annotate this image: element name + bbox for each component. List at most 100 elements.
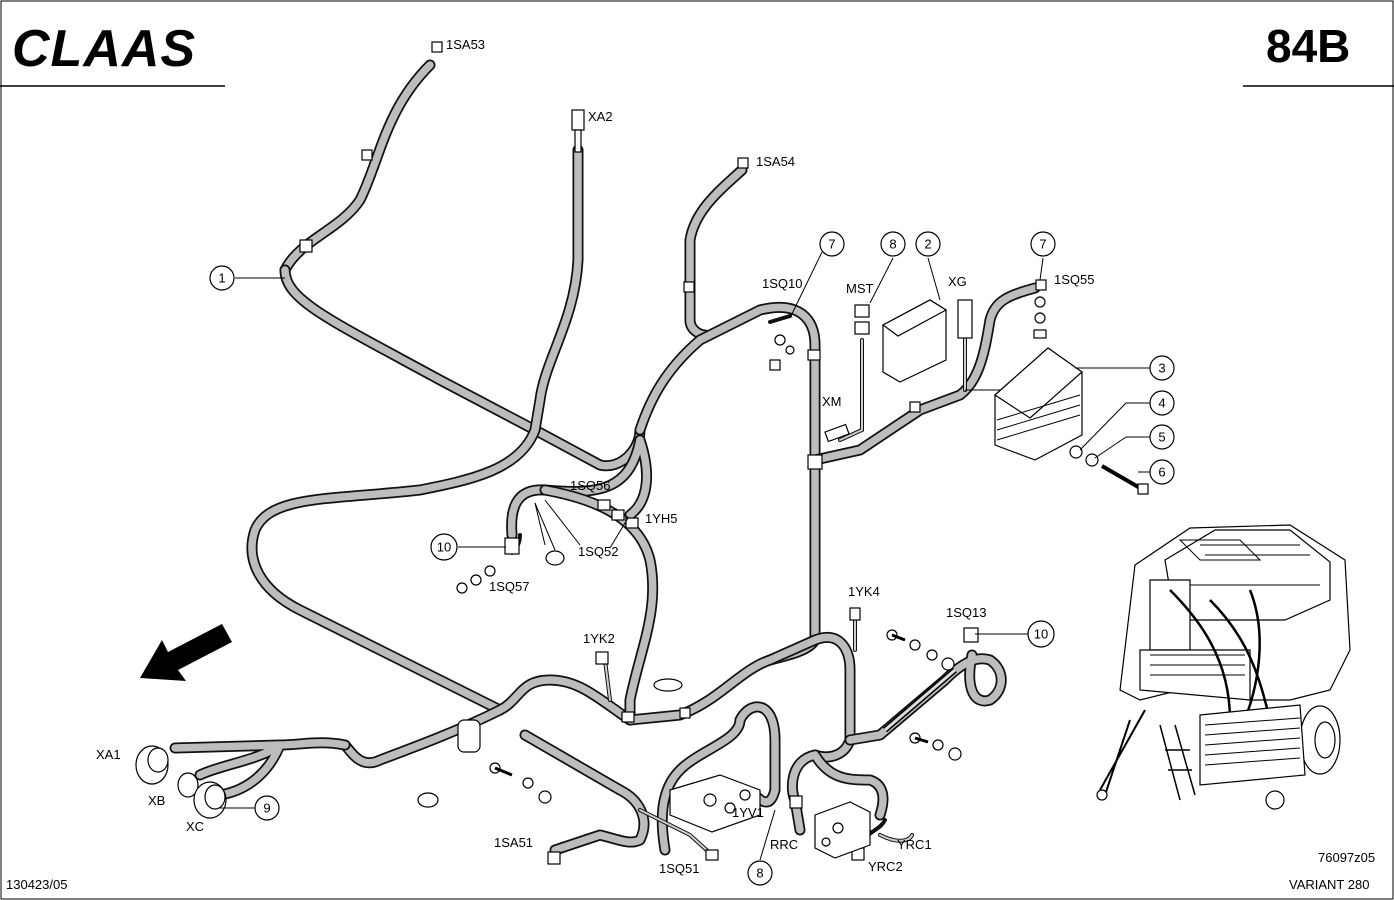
clip: [361, 149, 373, 161]
label-1yk2: 1YK2: [583, 631, 615, 646]
hardware: [456, 296, 1149, 804]
brand-logo: CLAAS: [12, 20, 196, 78]
connector-xa2: [571, 109, 585, 131]
baler-machine-sketch: [1096, 524, 1351, 810]
svg-text:8: 8: [889, 237, 896, 252]
clip: [299, 239, 313, 253]
label-1yv1: 1YV1: [732, 805, 764, 820]
junction: [807, 454, 823, 470]
label-1yk4: 1YK4: [848, 584, 880, 599]
bolt-6: [1100, 464, 1142, 490]
label-mst: MST: [846, 281, 874, 296]
drawing-number: 76097z05: [1318, 850, 1375, 865]
label-xb: XB: [148, 793, 165, 808]
callout-7-right: 7: [1030, 231, 1056, 257]
svg-text:5: 5: [1158, 430, 1165, 445]
sensor-1sq13: [963, 627, 979, 643]
svg-text:8: 8: [756, 866, 763, 881]
leader-lines: [220, 251, 1150, 861]
label-xg: XG: [948, 274, 967, 289]
label-1sa51: 1SA51: [494, 835, 533, 850]
callout-9: 9: [254, 795, 280, 821]
svg-text:6: 6: [1158, 465, 1165, 480]
label-yrc2: YRC2: [868, 859, 903, 874]
callout-10-left: 10: [430, 533, 458, 561]
clips: [299, 149, 921, 808]
svg-text:10: 10: [1034, 627, 1048, 642]
cable-tie: [653, 678, 683, 692]
label-xc: XC: [186, 819, 204, 834]
label-1sa54: 1SA54: [756, 154, 795, 169]
connector-1sq56-b: [611, 509, 625, 521]
connector-1yk4: [849, 607, 861, 621]
clip: [621, 711, 635, 723]
page-code: 84B: [1266, 20, 1350, 72]
cable-tie: [545, 550, 565, 566]
label-1sq52: 1SQ52: [578, 544, 618, 559]
connector-xa2-stem: [574, 129, 582, 153]
callout-4: 4: [1149, 390, 1175, 416]
footer-left-code: 130423/05: [6, 877, 67, 892]
valve-block-yrc: [814, 801, 871, 859]
svg-text:7: 7: [1039, 237, 1046, 252]
connector-1sq51: [705, 849, 719, 861]
connector-mst-lower: [854, 321, 870, 335]
label-xa1: XA1: [96, 747, 121, 762]
label-1sq10: 1SQ10: [762, 276, 802, 291]
clip: [909, 401, 921, 413]
connector-1sq56-a: [597, 499, 611, 511]
svg-text:4: 4: [1158, 396, 1165, 411]
nut-4: [1069, 445, 1083, 459]
label-xa2: XA2: [588, 109, 613, 124]
clip: [807, 349, 821, 361]
callouts: 1 7 8 2 7 3 4 5 6 10 10 9 8: [209, 231, 1175, 886]
svg-text:1: 1: [218, 271, 225, 286]
callout-2: 2: [915, 231, 941, 257]
callout-8-top: 8: [880, 231, 906, 257]
callout-3: 3: [1149, 355, 1175, 381]
connector-1yk2: [595, 651, 609, 665]
clip: [683, 281, 695, 293]
label-xm: XM: [822, 394, 842, 409]
connector-rrc: [789, 795, 803, 809]
variant-label: VARIANT 280: [1289, 877, 1369, 892]
plug-xb: [177, 772, 199, 798]
connector-xg: [957, 299, 973, 339]
valve-block-1yv1: [669, 774, 761, 833]
label-1sq57: 1SQ57: [489, 579, 529, 594]
label-yrc1: YRC1: [897, 837, 932, 852]
component-labels: 1SA53 XA2 1SA54 1SQ10 MST XG 1SQ55 XM 1S…: [96, 37, 1094, 876]
connector-1sa51: [547, 851, 561, 865]
main-harness: [169, 59, 1041, 856]
label-1sq56: 1SQ56: [570, 478, 610, 493]
drawbar: [1099, 709, 1146, 796]
callout-1: 1: [209, 265, 235, 291]
label-1yh5: 1YH5: [645, 511, 678, 526]
plugs: [135, 745, 227, 819]
connector-1sa54: [737, 157, 749, 169]
connector-xm: [824, 423, 850, 443]
callout-8-bottom: 8: [747, 860, 773, 886]
svg-text:3: 3: [1158, 361, 1165, 376]
connector-1sa53: [431, 41, 443, 53]
label-1sq55: 1SQ55: [1054, 272, 1094, 287]
svg-text:7: 7: [828, 237, 835, 252]
label-rrc: RRC: [770, 837, 798, 852]
svg-text:2: 2: [924, 237, 931, 252]
sensor-1sq57: [504, 537, 520, 555]
thin-wires: [510, 314, 967, 857]
ladder: [1159, 724, 1196, 801]
connector-1sq56-c: [625, 517, 639, 529]
callout-10-right: 10: [1027, 620, 1055, 648]
callout-7-top: 7: [819, 231, 845, 257]
connector-mst: [854, 304, 870, 318]
control-units: [881, 299, 1083, 461]
cable-tie: [417, 792, 439, 808]
callout-5: 5: [1149, 424, 1175, 450]
grommet: [457, 719, 481, 753]
label-1sq51: 1SQ51: [659, 861, 699, 876]
connector-1sq55: [1035, 279, 1047, 291]
arrow-down-left-icon: [140, 624, 232, 681]
